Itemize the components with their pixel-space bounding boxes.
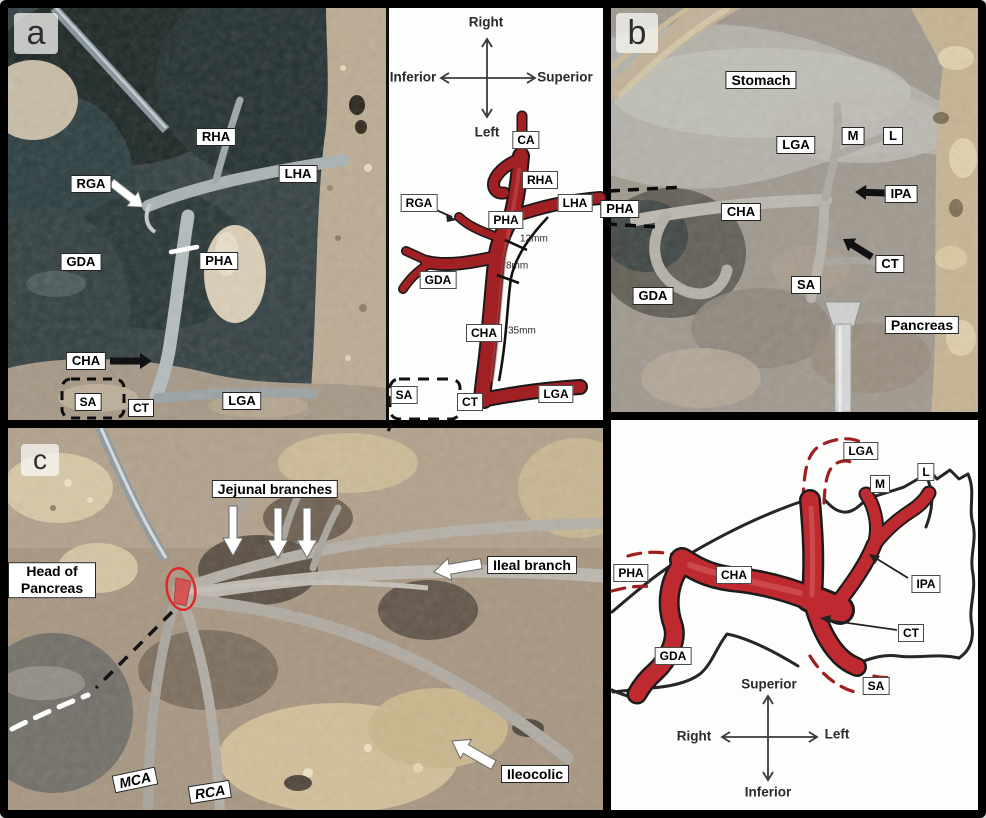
label-sa-gda: GDA	[419, 271, 457, 289]
label-b-l: L	[883, 127, 903, 145]
label-b-ct: CT	[875, 255, 905, 273]
label-b-pancreas: Pancreas	[884, 316, 960, 334]
label-sa-lga: LGA	[538, 385, 574, 403]
label-a-ct: CT	[128, 399, 154, 417]
panel-c-letter-badge: c	[21, 444, 59, 476]
label-c-ileal-branch: Ileal branch	[487, 556, 577, 574]
label-c-ileocolic: Ileocolic	[500, 765, 570, 783]
schematic-b-compass-left: Right	[676, 728, 712, 744]
label-sa-pha: PHA	[488, 211, 524, 229]
panel-c-letter: c	[33, 444, 47, 475]
label-sa-ct: CT	[457, 393, 483, 411]
panel-a-letter: a	[26, 14, 46, 52]
label-c-jejunal-branches: Jejunal branches	[211, 480, 339, 498]
panel-c-dissection-image	[8, 428, 603, 810]
label-a-pha: PHA	[199, 252, 239, 270]
label-a-lga: LGA	[222, 392, 262, 410]
label-sb-m: M	[870, 475, 890, 493]
panel-b-photo	[611, 8, 978, 412]
label-sa-ca: CA	[512, 131, 540, 149]
label-b-ipa: IPA	[884, 185, 918, 203]
label-sb-l: L	[917, 463, 935, 481]
schematic-b-compass-right: Left	[824, 726, 850, 742]
label-sa-rha: RHA	[522, 171, 558, 189]
panel-c-photo	[8, 428, 603, 810]
schematic-a-compass-bottom: Left	[474, 124, 500, 140]
panel-a-photo	[8, 8, 386, 420]
panel-b-dissection-image	[611, 8, 978, 412]
label-sb-pha: PHA	[613, 564, 649, 582]
panel-a-letter-badge: a	[14, 13, 58, 54]
panel-a-dissection-image	[8, 8, 386, 420]
label-sb-sa: SA	[862, 677, 890, 695]
label-sb-ipa: IPA	[911, 575, 941, 593]
panel-b-letter: b	[627, 13, 647, 52]
label-b-cha: CHA	[720, 203, 762, 221]
label-a-lha: LHA	[278, 165, 318, 183]
label-b-sa: SA	[790, 276, 822, 294]
label-c-head-of-pancreas: Head of Pancreas	[8, 562, 96, 598]
schematic-a-compass-right: Superior	[537, 69, 593, 85]
label-sb-ct: CT	[898, 624, 924, 642]
panel-b-letter-badge: b	[616, 13, 658, 53]
schematic-b-compass-bottom: Inferior	[744, 784, 792, 800]
label-b-gda: GDA	[632, 287, 674, 305]
label-a-rga: RGA	[70, 175, 112, 193]
label-b-m: M	[841, 127, 865, 145]
label-b-pha: PHA	[600, 200, 640, 218]
label-a-sa: SA	[74, 393, 102, 411]
label-sa-rga: RGA	[400, 194, 438, 212]
measurement-8mm: 8mm	[506, 260, 529, 272]
measurement-12mm: 12mm	[520, 233, 548, 245]
label-sb-gda: GDA	[654, 647, 692, 665]
label-a-cha: CHA	[65, 352, 107, 370]
label-b-lga: LGA	[776, 136, 816, 154]
label-a-rha: RHA	[195, 128, 237, 146]
label-sb-lga: LGA	[843, 442, 879, 460]
label-sa-lha: LHA	[557, 194, 593, 212]
label-sa-sa: SA	[390, 386, 418, 404]
schematic-a-compass-top: Right	[468, 14, 504, 30]
label-sa-cha: CHA	[466, 324, 502, 342]
label-b-stomach: Stomach	[725, 71, 797, 89]
measurement-35mm: 35mm	[508, 325, 536, 337]
label-sb-cha: CHA	[716, 566, 752, 584]
label-a-gda: GDA	[60, 253, 102, 271]
schematic-a-compass-left: Inferior	[389, 69, 437, 85]
schematic-b-compass-top: Superior	[741, 676, 797, 692]
